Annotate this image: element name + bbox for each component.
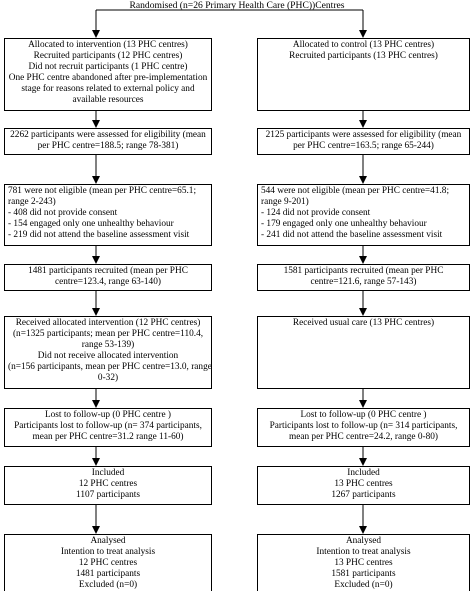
right-included-line: 1267 participants [331,489,396,500]
left-lost-line: mean per PHC centre=31.2 range 11-60) [32,431,184,442]
left-not-eligible-line: range 2-243) [8,196,56,207]
right-lost-line: Lost to follow-up (0 PHC centre ) [300,410,427,420]
right-analysed-line: 13 PHC centres [334,557,393,568]
left-included-line: 1107 participants [76,489,140,500]
right-not-eligible-line: - 124 did not provide consent [261,207,371,218]
left-recruited-box: 1481 participants recruited (mean per PH… [4,264,212,291]
right-analysed-line: Analysed [345,536,382,546]
left-allocation-line: Allocated to intervention (13 PHC centre… [28,40,188,50]
left-not-eligible-line: 781 were not eligible (mean per PHC cent… [8,186,197,196]
left-analysed-box: Analysed Intention to treat analysis 12 … [4,534,212,591]
left-included-line: 12 PHC centres [78,478,138,489]
left-assessed-line: per PHC centre=188.5; range 78-381) [37,140,179,151]
left-not-eligible-box: 781 were not eligible (mean per PHC cent… [4,184,212,246]
left-analysed-line: 1481 participants [75,568,141,579]
right-not-eligible-line: - 241 did not attend the baseline assess… [261,229,443,240]
right-analysed-line: Excluded (n=0) [334,579,393,590]
left-lost-box: Lost to follow-up (0 PHC centre ) Partic… [4,408,212,447]
left-not-eligible-line: - 154 engaged only one unhealthy behavio… [8,218,174,229]
left-included-box: Included 12 PHC centres 1107 participant… [4,466,212,505]
right-analysed-box: Analysed Intention to treat analysis 13 … [257,534,470,591]
right-not-eligible-box: 544 were not eligible (mean per PHC cent… [257,184,470,246]
right-assessed-line: per PHC centre=163.5; range 65-244) [293,140,434,151]
right-lost-line: Participants lost to follow-up (n= 314 p… [269,420,458,431]
right-assessed-line: 2125 participants were assessed for elig… [265,130,462,140]
left-lost-line: Participants lost to follow-up (n= 374 p… [14,420,202,431]
left-lost-line: Lost to follow-up (0 PHC centre ) [44,410,171,420]
left-allocation-line: Did not recruit participants (1 PHC cent… [28,61,188,72]
left-analysed-line: 12 PHC centres [78,557,138,568]
left-assessed-box: 2262 participants were assessed for elig… [4,128,212,155]
right-not-eligible-line: - 179 engaged only one unhealthy behavio… [261,218,427,229]
left-analysed-line: Analysed [90,536,126,546]
right-not-eligible-line: 544 were not eligible (mean per PHC cent… [261,186,450,196]
left-received-box: Received allocated intervention (12 PHC … [4,316,212,389]
left-allocation-line: Recruited participants (12 PHC centres) [33,50,183,61]
right-lost-line: mean per PHC centre=24.2, range 0-80) [288,431,439,442]
left-received-line: (n=156 participants, mean per PHC centre… [8,361,212,372]
left-received-line: 0-32) [97,372,119,383]
left-received-line: Did not receive allocated intervention [37,350,179,361]
right-analysed-line: 1581 participants [331,568,396,579]
right-allocation-line: Allocated to control (13 PHC centres) [292,40,435,50]
left-allocation-line: stage for reasons related to external po… [21,83,195,94]
right-analysed-line: Intention to treat analysis [316,546,411,557]
left-analysed-line: Intention to treat analysis [60,546,156,557]
right-lost-box: Lost to follow-up (0 PHC centre ) Partic… [257,408,470,447]
left-not-eligible-line: - 219 did not attend the baseline assess… [8,229,190,240]
right-received-box: Received usual care (13 PHC centres) [257,316,470,389]
left-allocation-line: available resources [72,94,144,105]
left-received-line: Received allocated intervention (12 PHC … [15,318,201,328]
left-recruited-line: centre=123.4, range 63-140) [55,276,161,287]
left-recruited-line: 1481 participants recruited (mean per PH… [28,266,188,276]
right-recruited-box: 1581 participants recruited (mean per PH… [257,264,470,291]
left-allocation-box: Allocated to intervention (13 PHC centre… [4,38,212,111]
left-allocation-line: One PHC centre abandoned after pre-imple… [8,72,208,83]
left-not-eligible-line: - 408 did not provide consent [8,207,118,218]
right-not-eligible-line: range 9-201) [261,196,309,207]
right-allocation-line: Recruited participants (13 PHC centres) [289,50,438,61]
left-included-line: Included [91,468,125,478]
left-analysed-line: Excluded (n=0) [78,579,138,590]
left-received-line: range 53-139) [81,339,135,350]
right-assessed-box: 2125 participants were assessed for elig… [257,128,470,155]
right-included-box: Included 13 PHC centres 1267 participant… [257,466,470,505]
right-allocation-box: Allocated to control (13 PHC centres) Re… [257,38,470,111]
left-assessed-line: 2262 participants were assessed for elig… [10,130,206,140]
left-received-line: (n=1325 participants; mean per PHC centr… [12,328,204,339]
randomisation-title: Randomised (n=26 Primary Health Care (PH… [129,0,345,11]
right-included-line: Included [347,468,380,478]
right-received-line: Received usual care (13 PHC centres) [292,318,435,328]
right-recruited-line: centre=121.6, range 57-143) [310,276,417,287]
right-recruited-line: 1581 participants recruited (mean per PH… [283,266,444,276]
right-included-line: 13 PHC centres [334,478,393,489]
